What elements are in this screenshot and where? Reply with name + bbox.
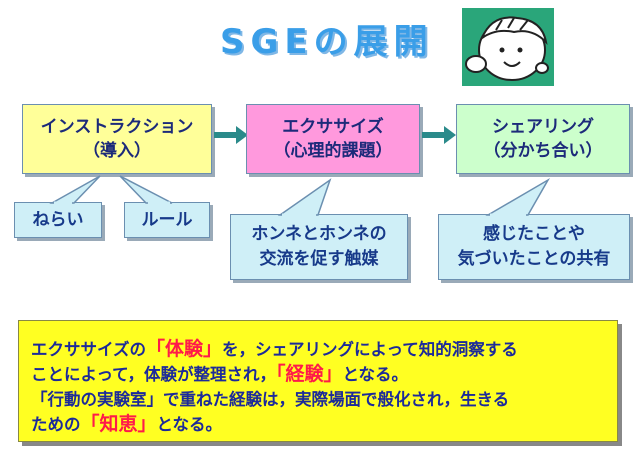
bubble-sharing-line1: 感じたことや [483,224,585,244]
emphasis-taiken: 「体験」 [146,338,223,360]
emphasis-keiken: 「経験」 [276,363,343,385]
step-sharing-label: シェアリング [492,117,594,137]
summary-line-4: ための「知恵」となる。 [31,412,607,437]
smiling-child-face-icon [462,8,554,86]
emphasis-chie: 「知恵」 [80,413,157,435]
bubble-catalyst-line2: 交流を促す触媒 [259,249,379,269]
bubble-catalyst-line1: ホンネとホンネの [251,224,387,244]
step-exercise: エクササイズ （心理的課題） [246,104,420,174]
summary-text: 「行動の実験室」で重ねた経験は，実際場面で般化され，生きる [31,390,510,409]
step-instruction-label: インストラクション [40,117,194,137]
bubble-sharing: 感じたことや 気づいたことの共有 [438,214,630,280]
summary-text: エクササイズの [31,340,147,359]
page-title: SGEの展開 [220,22,434,62]
summary-text: を，シェアリングによって知的洞察する [222,340,518,359]
bubble-catalyst: ホンネとホンネの 交流を促す触媒 [230,214,408,280]
summary-line-1: エクササイズの「体験」を，シェアリングによって知的洞察する [31,337,607,362]
step-exercise-label: エクササイズ [282,117,384,137]
arrow-right-icon [422,126,456,144]
summary-text: となる。 [156,415,223,434]
summary-box: エクササイズの「体験」を，シェアリングによって知的洞察する ことによって，体験が… [18,320,618,442]
summary-text: となる。 [342,365,409,384]
step-instruction-sub: （導入） [83,141,151,161]
summary-line-3: 「行動の実験室」で重ねた経験は，実際場面で般化され，生きる [31,387,607,412]
summary-text: ための [31,415,81,434]
step-exercise-sub: （心理的課題） [273,141,393,161]
bubble-rule: ルール [124,202,210,238]
step-instruction: インストラクション （導入） [22,104,212,174]
arrow-right-icon [214,126,248,144]
bubble-sharing-line2: 気づいたことの共有 [457,249,611,269]
bubble-rule-text: ルール [141,209,193,230]
step-sharing: シェアリング （分かち合い） [456,104,630,174]
bubble-aim: ねらい [14,202,102,238]
step-sharing-sub: （分かち合い） [483,141,603,161]
bubble-aim-text: ねらい [32,209,84,230]
summary-text: ことによって，体験が整理され， [31,365,277,384]
summary-line-2: ことによって，体験が整理され，「経験」となる。 [31,362,607,387]
